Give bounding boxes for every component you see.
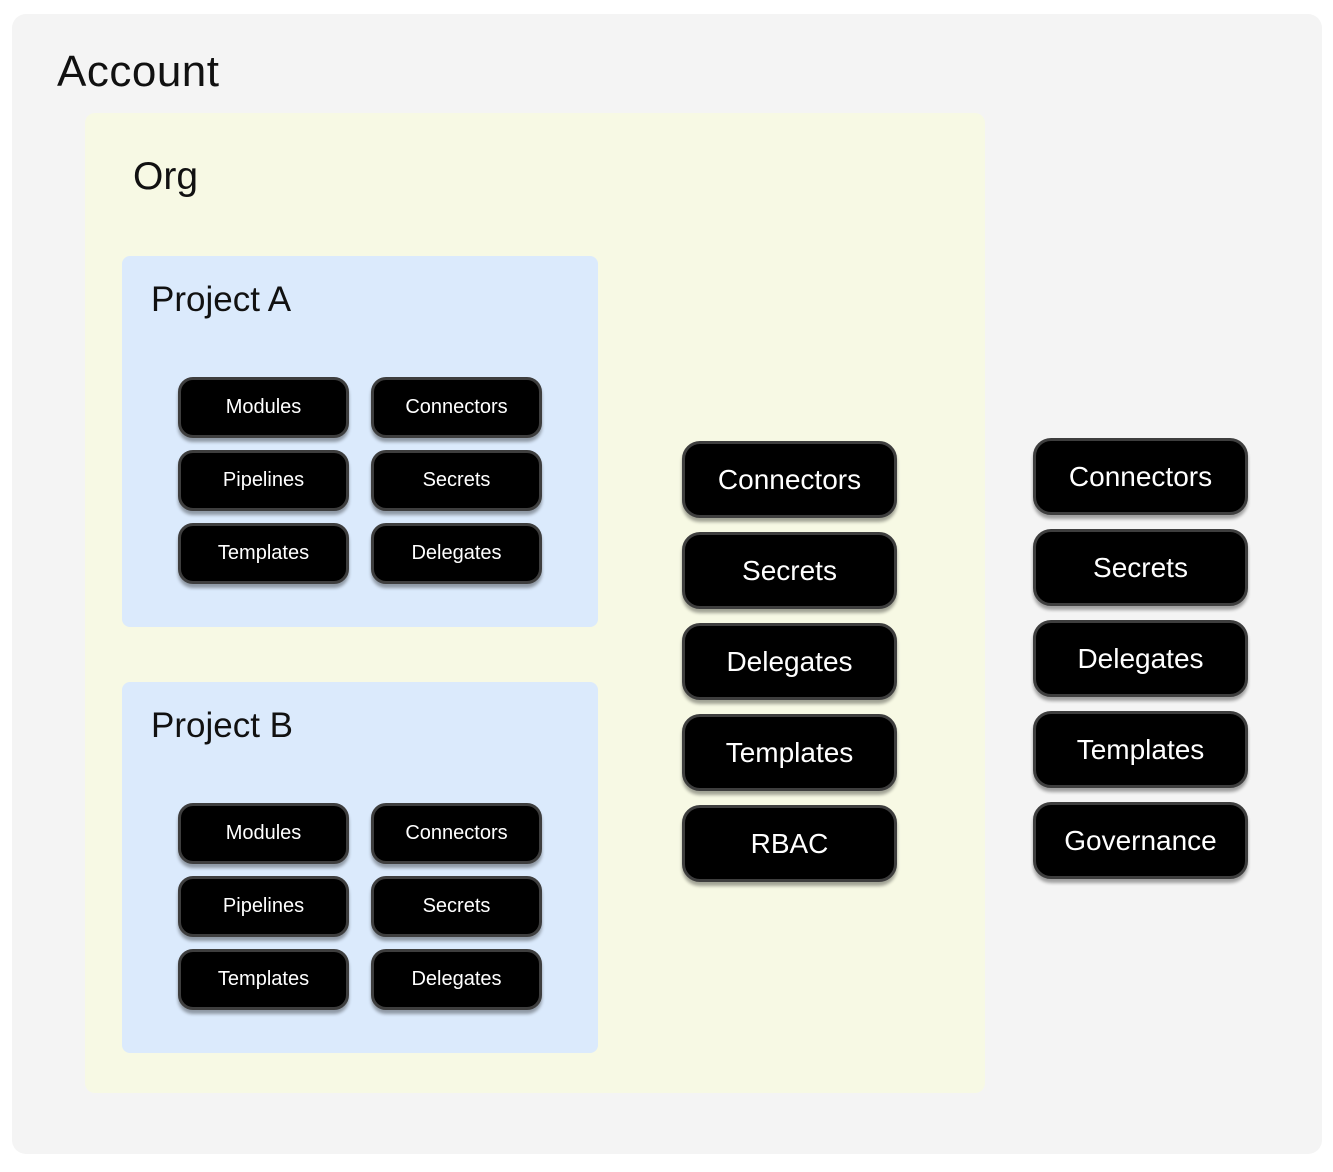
project-a-pill-pipelines: Pipelines — [178, 450, 349, 511]
org-pill-connectors: Connectors — [682, 441, 897, 518]
project-a-container: Project A Modules Connectors Pipelines S… — [122, 256, 598, 627]
project-b-container: Project B Modules Connectors Pipelines S… — [122, 682, 598, 1053]
project-a-pill-templates: Templates — [178, 523, 349, 584]
project-b-pill-secrets: Secrets — [371, 876, 542, 937]
org-pill-rbac: RBAC — [682, 805, 897, 882]
account-pill-governance: Governance — [1033, 802, 1248, 879]
project-a-title: Project A — [151, 280, 292, 319]
project-b-pill-connectors: Connectors — [371, 803, 542, 864]
account-container: Account Org Project A Modules Connectors… — [12, 14, 1322, 1154]
project-b-pill-pipelines: Pipelines — [178, 876, 349, 937]
project-b-pill-modules: Modules — [178, 803, 349, 864]
org-pill-delegates: Delegates — [682, 623, 897, 700]
org-pill-templates: Templates — [682, 714, 897, 791]
project-a-pill-secrets: Secrets — [371, 450, 542, 511]
account-pill-column: Connectors Secrets Delegates Templates G… — [1033, 438, 1248, 879]
project-a-pill-delegates: Delegates — [371, 523, 542, 584]
project-b-pill-templates: Templates — [178, 949, 349, 1010]
project-a-pill-modules: Modules — [178, 377, 349, 438]
org-pill-secrets: Secrets — [682, 532, 897, 609]
account-title: Account — [57, 47, 220, 96]
org-pill-column: Connectors Secrets Delegates Templates R… — [682, 441, 897, 882]
account-pill-connectors: Connectors — [1033, 438, 1248, 515]
project-b-title: Project B — [151, 706, 293, 745]
project-b-pill-grid: Modules Connectors Pipelines Secrets Tem… — [178, 803, 542, 1010]
org-container: Org Project A Modules Connectors Pipelin… — [85, 113, 985, 1093]
project-a-pill-grid: Modules Connectors Pipelines Secrets Tem… — [178, 377, 542, 584]
account-pill-delegates: Delegates — [1033, 620, 1248, 697]
account-pill-templates: Templates — [1033, 711, 1248, 788]
org-title: Org — [133, 155, 199, 198]
project-b-pill-delegates: Delegates — [371, 949, 542, 1010]
project-a-pill-connectors: Connectors — [371, 377, 542, 438]
account-pill-secrets: Secrets — [1033, 529, 1248, 606]
